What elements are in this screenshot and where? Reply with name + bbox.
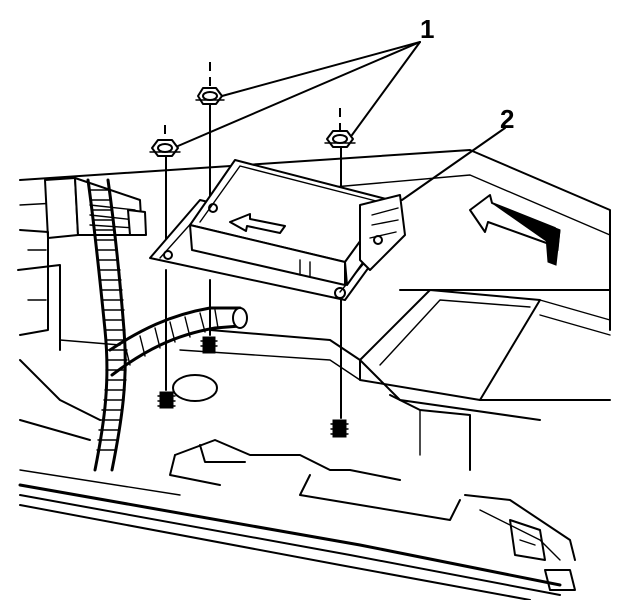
nut-right (324, 130, 356, 148)
callout-nuts-label: 1 (420, 14, 434, 44)
stud-left (157, 391, 176, 409)
floor-pan (17, 149, 611, 600)
stud-rear (200, 336, 218, 354)
sensing-module (149, 159, 406, 301)
connector-block (19, 177, 147, 336)
callout-module-label: 2 (500, 104, 514, 134)
stud-right (330, 419, 349, 438)
leader-lines (177, 41, 506, 201)
studs (157, 336, 349, 438)
nuts (149, 87, 356, 157)
forward-arrow-icon (469, 194, 561, 266)
nut-left (149, 139, 181, 157)
nut-rear (195, 87, 225, 105)
